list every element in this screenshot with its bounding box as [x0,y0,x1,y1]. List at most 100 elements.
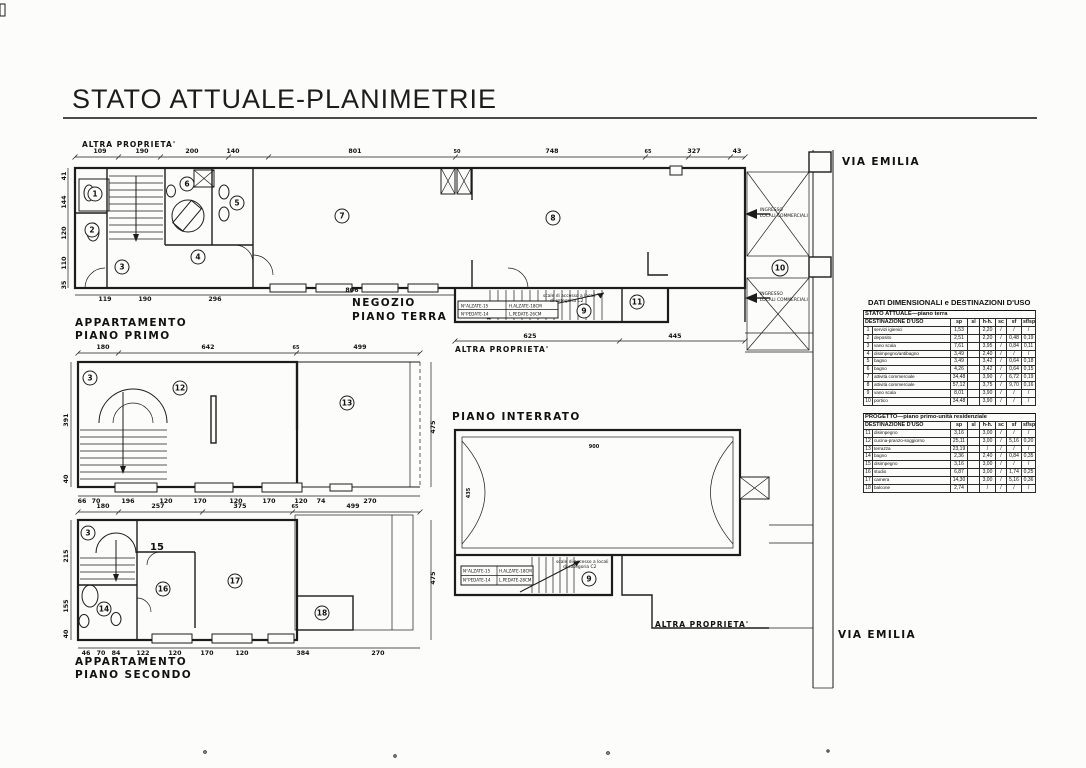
ground-access-stair: N°ALZATE-15 H.ALZATE-18CM N°PEDATE-14 L.… [457,290,605,320]
sanitary-fixtures [78,178,230,242]
column-header: sp [950,420,968,430]
stair-spec-pedate: N°PEDATE-14 [463,578,491,583]
dimension-label: 170 [193,498,207,505]
dimension-label: 120 [229,498,243,505]
scan-artifacts [0,3,830,758]
column-header: h-h. [979,420,996,430]
column [808,256,832,278]
dimension-label: 180 [96,344,110,351]
balcony-outline [296,595,354,631]
column-header: sl [967,317,980,327]
shaft-boxes [193,165,683,195]
dimension-label: 170 [262,498,276,505]
negozio-label-line1: NEGOZIO [352,297,416,309]
window-symbols [114,482,353,493]
dimension-label: 144 [61,195,68,209]
room-number: 3 [119,263,124,272]
room-tag: 18 [314,605,330,621]
dimension-label: 40 [63,474,70,483]
dimension-label: 66 [78,498,87,505]
app2-label-line1: APPARTAMENTO [75,656,187,668]
app1-label-line1: APPARTAMENTO [75,317,187,329]
dimension-label: 391 [63,413,70,426]
second-stair [80,532,137,582]
second-top-dimension-line: 180 257 375 65 499 [75,503,423,515]
room-number: 7 [339,212,344,221]
dimension-label: 120 [61,226,68,240]
door-arcs [84,244,529,289]
dimension-label: 435 [466,487,472,498]
dimension-label: 748 [545,148,558,155]
room-tag: 16 [155,581,171,597]
app1-label-line2: PIANO PRIMO [75,330,171,342]
dimension-label: 65 [292,504,299,510]
dimension-label: 50 [454,149,461,155]
room-tag: 9 [576,303,592,319]
room-tag: 11 [629,294,645,310]
first-internal-walls [210,362,299,444]
dimension-label: 120 [294,498,308,505]
dimension-label: 122 [136,650,149,657]
dimension-label: 384 [296,650,310,657]
second-right-dimension-line: 475 [430,520,437,640]
room-number: 13 [342,399,352,408]
column-header: sl [967,420,980,430]
dimension-label: 120 [168,650,182,657]
room-number: 1 [92,190,97,199]
room-tag: 14 [96,601,112,617]
dimension-label: 180 [96,503,110,510]
column-header: sf/sp [1020,420,1037,430]
altra-proprieta-label-top: ALTRA PROPRIETA' [82,140,176,149]
sheet-title: STATO ATTUALE-PLANIMETRIE [72,84,498,114]
piano-interrato-label: PIANO INTERRATO [452,411,581,423]
first-terrace-outline [297,361,421,488]
street-portico: 10 INGRESSO LOCALI COMMERCIALI INGRESSO … [745,150,919,689]
column-header: sf [1006,420,1022,430]
dimension-label: 74 [317,498,326,505]
room-tag: 13 [339,395,355,411]
table-title-row: STATO ATTUALE—piano terra [862,310,1037,319]
dimension-label: 120 [159,498,173,505]
sanitary-fixtures [78,584,122,628]
first-floor-plan: APPARTAMENTO PIANO PRIMO 180 642 65 499 [63,317,437,505]
first-stair [80,388,168,480]
table-header-row: DESTINAZIONE D'USO sp sl h-h. sc sf sf/s… [863,317,1037,327]
dimension-label: 375 [233,503,246,510]
ingresso-arrow-bottom: INGRESSO LOCALI COMMERCIALI [745,291,808,303]
progetto-table: PROGETTO—piano primo-unità residenziale … [862,412,1037,493]
stair-spec-l-pedate: L.PEDATE-26CM [509,312,542,317]
dimension-label: 70 [92,498,101,505]
altra-proprieta-label-mid: ALTRA PROPRIETA' [455,345,549,354]
dimension-label: 900 [589,444,600,450]
dimension-label: 109 [93,148,106,155]
dimension-label: 196 [121,498,135,505]
first-top-dimension-line: 180 642 65 499 [75,344,423,356]
table-title: PROGETTO—piano primo-unità residenziale [862,412,1037,422]
table-header-row: DESTINAZIONE D'USO sp sl h-h. sc sf sf/s… [863,420,1037,430]
column-header: h-h. [979,317,996,327]
dimension-label: 40 [63,629,70,638]
stair-spec-alzate: N°ALZATE-15 [461,304,489,309]
dimension-label: 801 [348,148,361,155]
room-tag: 3 [82,370,98,386]
basement-inner-line [461,436,734,549]
dimension-label: 140 [226,148,240,155]
first-left-dimension-line: 391 40 [63,362,72,487]
door-arcs [136,551,161,613]
second-outer-walls [76,518,299,642]
stair-note-line2: di categoria C2 [563,564,597,570]
dimension-label: 155 [63,599,70,612]
table-title: STATO ATTUALE—piano terra [862,310,1037,319]
ingresso-label-line2: LOCALI COMMERCIALI [760,213,808,219]
room-number: 3 [87,374,92,383]
equipment-table [172,199,203,232]
